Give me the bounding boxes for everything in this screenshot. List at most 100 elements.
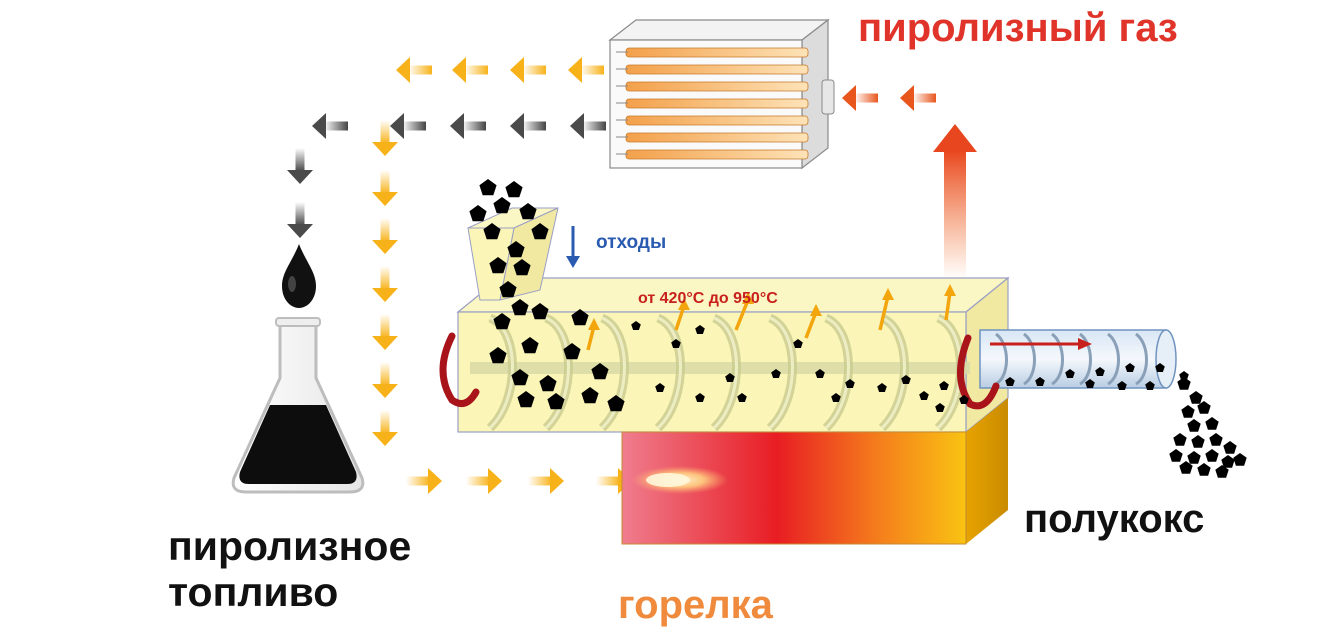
particle [1155,363,1165,372]
heat-arrow [406,468,442,494]
particle [631,321,641,330]
particle [539,375,557,392]
rotation-arrow-left [439,332,480,408]
heat-arrow [528,468,564,494]
particle [1189,391,1203,404]
gas-arrow [842,85,878,111]
particle [1125,363,1135,372]
particle [1187,419,1201,432]
heat-arrow [510,57,546,83]
burner-label: горелка [618,583,773,627]
particle [521,337,539,354]
gas-rise-arrow [933,124,977,280]
particle [725,373,735,382]
particle [655,383,665,392]
particle [493,313,511,330]
particle [1035,377,1045,386]
particle [845,379,855,388]
heat-arrow [372,362,398,398]
particle [671,339,681,348]
particle [793,339,803,348]
particle [1065,369,1075,378]
oil-flow-arrows [287,113,606,238]
gas-flow-arrows [842,85,936,111]
particle [1169,449,1183,462]
vapor-arrow [804,311,818,339]
particle [1145,381,1155,390]
oil-arrow [312,113,348,139]
particle [1005,377,1015,386]
particle [571,309,589,326]
particle [1179,371,1189,380]
semicoke-label: полукокс [1024,497,1205,541]
particle [831,393,841,402]
particle [505,181,523,198]
burner-flame-icon [632,466,728,494]
particle [513,259,531,276]
gas-arrow [900,85,936,111]
particle [517,391,535,408]
particle [511,369,529,386]
particle [1209,433,1223,446]
rotation-arrow-right [956,334,1000,410]
particle [1117,381,1127,390]
particle [1221,455,1235,468]
pyrolysis-fuel-line2: топливо [168,569,339,615]
particle [737,393,747,402]
particle [1197,463,1211,476]
waste-label: отходы [596,232,667,253]
temperature-label: от 420°C до 950°C [638,290,778,307]
particle [511,299,529,316]
particle [469,205,487,222]
particle [499,281,517,298]
particle [1215,465,1229,478]
particle [563,343,581,360]
particle [919,391,929,400]
particle [935,403,945,412]
heat-arrow [452,57,488,83]
heat-arrow [466,468,502,494]
particle [695,325,705,334]
particle [959,395,969,404]
oil-arrow [287,202,313,238]
particle [1177,377,1191,390]
oil-arrow [510,113,546,139]
particle [1205,449,1219,462]
semicoke-pile [1169,377,1247,478]
particle [1085,379,1095,388]
particle [507,241,525,258]
condenser-icon [608,18,835,170]
particle [489,347,507,364]
particle [815,369,825,378]
heat-flow-arrows [372,57,632,494]
heat-arrow [372,266,398,302]
heat-arrow [372,120,398,156]
heat-arrow [372,218,398,254]
particle [939,381,949,390]
particle [483,223,501,240]
particle [901,375,911,384]
particle [531,303,549,320]
heat-arrow [568,57,604,83]
particle [519,203,537,220]
particle [479,179,497,196]
particle [531,223,549,240]
particle [1181,405,1195,418]
particle [1197,401,1211,414]
heat-arrow [372,410,398,446]
oil-arrow [450,113,486,139]
particle [695,393,705,402]
heat-arrow [372,170,398,206]
particle [493,197,511,214]
vapor-arrow [944,291,952,321]
particle [1191,435,1205,448]
waste-particles [469,179,1189,412]
particle [547,393,565,410]
oil-arrow [570,113,606,139]
waste-down-arrow [566,226,580,268]
flask-icon [231,317,365,494]
pyrolysis-gas-label: пиролизный газ [858,6,1178,50]
particle [1223,441,1237,454]
particle [489,257,507,274]
